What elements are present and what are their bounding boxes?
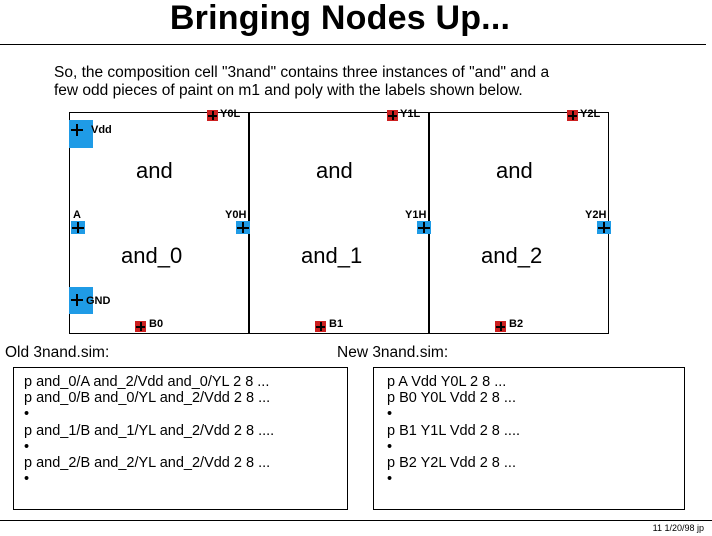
cross-icon xyxy=(597,221,611,234)
pin-label-y1h: Y1H xyxy=(405,209,427,221)
pin-label-b1: B1 xyxy=(329,318,344,330)
footer-divider xyxy=(0,520,712,521)
old-sim-box: p and_0/A and_2/Vdd and_0/YL 2 8 ... p a… xyxy=(13,367,348,510)
poly-paint-b0 xyxy=(135,321,146,332)
poly-paint-b1 xyxy=(315,321,326,332)
cross-icon xyxy=(70,123,84,137)
new-sim-line: • xyxy=(387,471,393,488)
m1-paint-y2h xyxy=(597,221,611,234)
cross-icon xyxy=(135,321,146,332)
intro-line-2: few odd pieces of paint on m1 and poly w… xyxy=(54,81,523,99)
cell-and-1: and and_1 Y1L Y1H B1 xyxy=(249,108,429,334)
pin-label-a: A xyxy=(73,209,81,221)
new-sim-line: p A Vdd Y0L 2 8 ... xyxy=(387,374,507,390)
m1-paint-y0h xyxy=(236,221,250,234)
pin-label-y2l: Y2L xyxy=(580,108,601,120)
cell-name-label: and xyxy=(136,158,173,183)
pin-label-y0l: Y0L xyxy=(220,108,241,120)
old-sim-line: • xyxy=(24,438,30,455)
new-sim-line: p B1 Y1L Vdd 2 8 .... xyxy=(387,422,521,439)
footer-slide-info: 11 1/20/98 jp xyxy=(652,523,704,533)
poly-paint-y1l xyxy=(387,110,398,121)
m1-paint-a xyxy=(71,221,85,234)
page-title: Bringing Nodes Up... xyxy=(169,0,511,37)
new-sim-line: p B0 Y0L Vdd 2 8 ... xyxy=(387,390,516,407)
new-sim-heading: New 3nand.sim: xyxy=(337,344,449,361)
poly-paint-y0l xyxy=(207,110,218,121)
old-sim-line: • xyxy=(24,471,30,488)
poly-paint-y2l xyxy=(567,110,578,121)
instance-label: and_2 xyxy=(481,243,543,268)
instance-label: and_0 xyxy=(121,243,183,268)
new-sim-line: • xyxy=(387,438,393,455)
new-sim-line: p B2 Y2L Vdd 2 8 ... xyxy=(387,455,516,472)
poly-paint-b2 xyxy=(495,321,506,332)
old-sim-line: • xyxy=(24,406,30,423)
cell-name-label: and xyxy=(316,158,353,183)
pin-label-vdd: Vdd xyxy=(91,124,112,136)
instance-label: and_1 xyxy=(301,243,363,268)
pin-label-b0: B0 xyxy=(149,318,164,330)
cross-icon xyxy=(207,110,218,121)
cross-icon xyxy=(495,321,506,332)
cross-icon xyxy=(315,321,326,332)
old-sim-heading: Old 3nand.sim: xyxy=(5,344,110,361)
cell-and-0: and and_0 Y0L Y0H B0 xyxy=(69,108,249,334)
m1-paint-gnd xyxy=(69,287,93,314)
pin-label-y2h: Y2H xyxy=(585,209,607,221)
old-sim-line: p and_1/B and_1/YL and_2/Vdd 2 8 .... xyxy=(24,422,275,439)
new-sim-line: • xyxy=(387,406,393,423)
cross-icon xyxy=(417,221,431,234)
pin-label-y0h: Y0H xyxy=(225,209,247,221)
old-sim-line: p and_2/B and_2/YL and_2/Vdd 2 8 ... xyxy=(24,455,271,472)
cell-and-2: and and_2 Y2L Y2H B2 xyxy=(429,108,609,334)
old-sim-line: p and_0/B and_0/YL and_2/Vdd 2 8 ... xyxy=(24,390,271,407)
title-divider xyxy=(0,44,706,45)
pin-label-b2: B2 xyxy=(509,318,524,330)
cross-icon xyxy=(387,110,398,121)
m1-paint-y1h xyxy=(417,221,431,234)
cross-icon xyxy=(236,221,250,234)
intro-text: So, the composition cell "3nand" contain… xyxy=(54,64,694,99)
cross-icon xyxy=(567,110,578,121)
new-sim-box: p A Vdd Y0L 2 8 ... p B0 Y0L Vdd 2 8 ...… xyxy=(373,367,685,510)
cross-icon xyxy=(70,293,84,307)
old-sim-line: p and_0/A and_2/Vdd and_0/YL 2 8 ... xyxy=(24,374,270,390)
pin-label-gnd: GND xyxy=(86,295,111,307)
m1-paint-vdd xyxy=(69,120,93,148)
pin-label-y1l: Y1L xyxy=(400,108,421,120)
intro-line-1: So, the composition cell "3nand" contain… xyxy=(54,64,550,81)
cross-icon xyxy=(71,221,85,234)
cell-name-label: and xyxy=(496,158,533,183)
